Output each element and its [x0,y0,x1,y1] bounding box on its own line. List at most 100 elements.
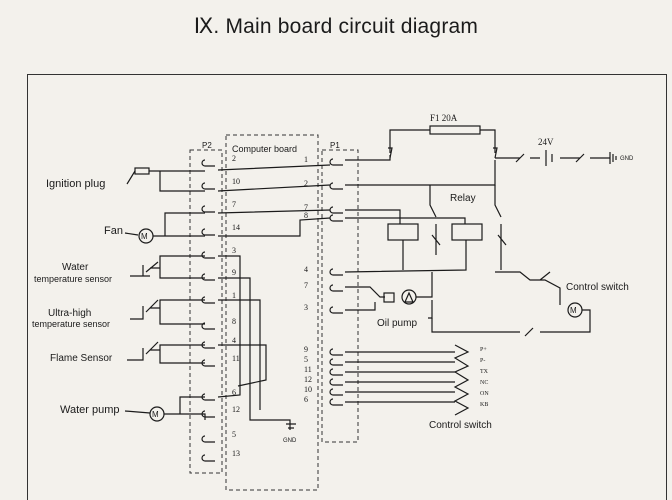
p1-pin-number: 11 [304,365,312,374]
oil-pump-label: Oil pump [377,318,417,329]
p2-pin-socket [201,273,215,281]
p2-pin-number: 12 [232,405,240,414]
fuse-terminals [388,147,498,159]
control-switch-top-wiring [495,271,561,305]
control-motor-label: M [570,306,577,315]
p2-pin-number: 6 [232,388,236,397]
p2-housing [189,149,223,474]
water-temp-label-1: Water [62,262,89,273]
control-switch-top-label: Control switch [566,282,629,293]
p1-pin-number: 8 [304,211,308,220]
p2-pin-socket [201,454,215,462]
p1-pin-socket [329,158,343,166]
fuse-body [429,125,481,135]
p2-pin-number: 14 [232,223,240,232]
relay-wiring-1 [345,185,502,270]
p1-pin-number: 6 [304,395,308,404]
ultra-high-label-1: Ultra-high [48,308,91,319]
p1-pin-number: 7 [304,281,308,290]
switch-terminal-label: ON [480,391,489,397]
p2-pin-socket [201,393,215,401]
fan-label: Fan [104,225,123,237]
fan-leader [124,232,139,236]
p2-pin-number: 3 [232,246,236,255]
switch-terminal-label: P- [480,358,485,364]
flame-sensor-symbol [127,341,205,364]
computer-board-housing [225,134,319,491]
control-switch-bottom-symbol [453,344,470,416]
p1-pin-socket [329,368,343,376]
p1-pin-number: 4 [304,265,308,274]
switch-terminal-label: P+ [480,347,487,353]
p2-pin10-wire [159,171,205,192]
p1-pin-socket [329,284,343,292]
p2-pin-socket [201,251,215,259]
battery-ground-symbol [609,152,617,164]
switch-terminal-label: TX [480,369,489,375]
board-wiring-middle [217,255,291,430]
battery-wiring [495,150,610,166]
p1-pin-number: 1 [304,155,308,164]
p1-pin-number: 3 [304,303,308,312]
fuse-wiring [389,129,496,153]
ignition-wire [126,170,205,185]
oil-pump-arrow [404,291,414,303]
ignition-plug-symbol [134,167,150,175]
water-pump-wires [164,396,206,420]
p2-pin-socket [201,341,215,349]
ultra-high-sensor-symbol [130,299,205,325]
p2-label: P2 [202,141,212,150]
p2-pin-socket [201,182,215,190]
p2-pin-number: 8 [232,317,236,326]
p2-pin-socket [201,435,215,443]
p1-pin-socket [329,268,343,276]
ignition-plug-label: Ignition plug [46,178,105,190]
water-temp-label-2: temperature sensor [34,274,112,284]
p1-pin-socket [329,378,343,386]
relay-coil-2 [451,223,483,241]
computer-board-label: Computer board [232,144,297,154]
p1-pin-socket [329,358,343,366]
p2-pin-number: 2 [232,154,236,163]
p2-pin-number: 11 [232,354,240,363]
p2-pin-socket [201,359,215,367]
ultra-high-label-2: temperature sensor [32,319,110,329]
fan-motor-label: M [141,232,148,241]
p2-pin-socket [201,205,215,213]
water-pump-label: Water pump [60,404,120,416]
p1-pin-number: 9 [304,345,308,354]
p1-housing [321,149,359,443]
control-switch-lower-wiring [431,309,591,337]
water-temp-sensor-symbol [145,255,205,279]
control-signal-bus [345,351,455,403]
p2-pin-number: 5 [232,430,236,439]
switch-terminal-label: KB [480,402,488,408]
p1-pin-socket [329,348,343,356]
p1-pin-socket [329,206,343,214]
relay-label: Relay [450,193,476,204]
flame-sensor-label: Flame Sensor [50,353,113,364]
p1-label: P1 [330,141,340,150]
p2-pin-number: 13 [232,449,240,458]
board-wiring-upper [217,164,331,237]
fan-wires [153,212,205,237]
board-gnd-label: GND [283,438,297,444]
p2-pin-socket [201,159,215,167]
p1-pin-socket [329,398,343,406]
page-title: Ⅸ. Main board circuit diagram [193,15,479,38]
p2-pin-number: 1 [232,291,236,300]
relay-wiring-2 [344,217,507,273]
oil-pump-return [416,272,433,319]
p1-pin-socket [329,388,343,396]
relay-coil-1 [387,223,419,241]
water-temp-leader [130,265,150,277]
battery-voltage-label: 24V [538,137,554,147]
board-ground-symbol [286,423,296,429]
p1-pin-socket [329,214,343,222]
p1-pin-number: 7 [304,203,308,212]
p2-pin-number: 4 [232,336,236,345]
